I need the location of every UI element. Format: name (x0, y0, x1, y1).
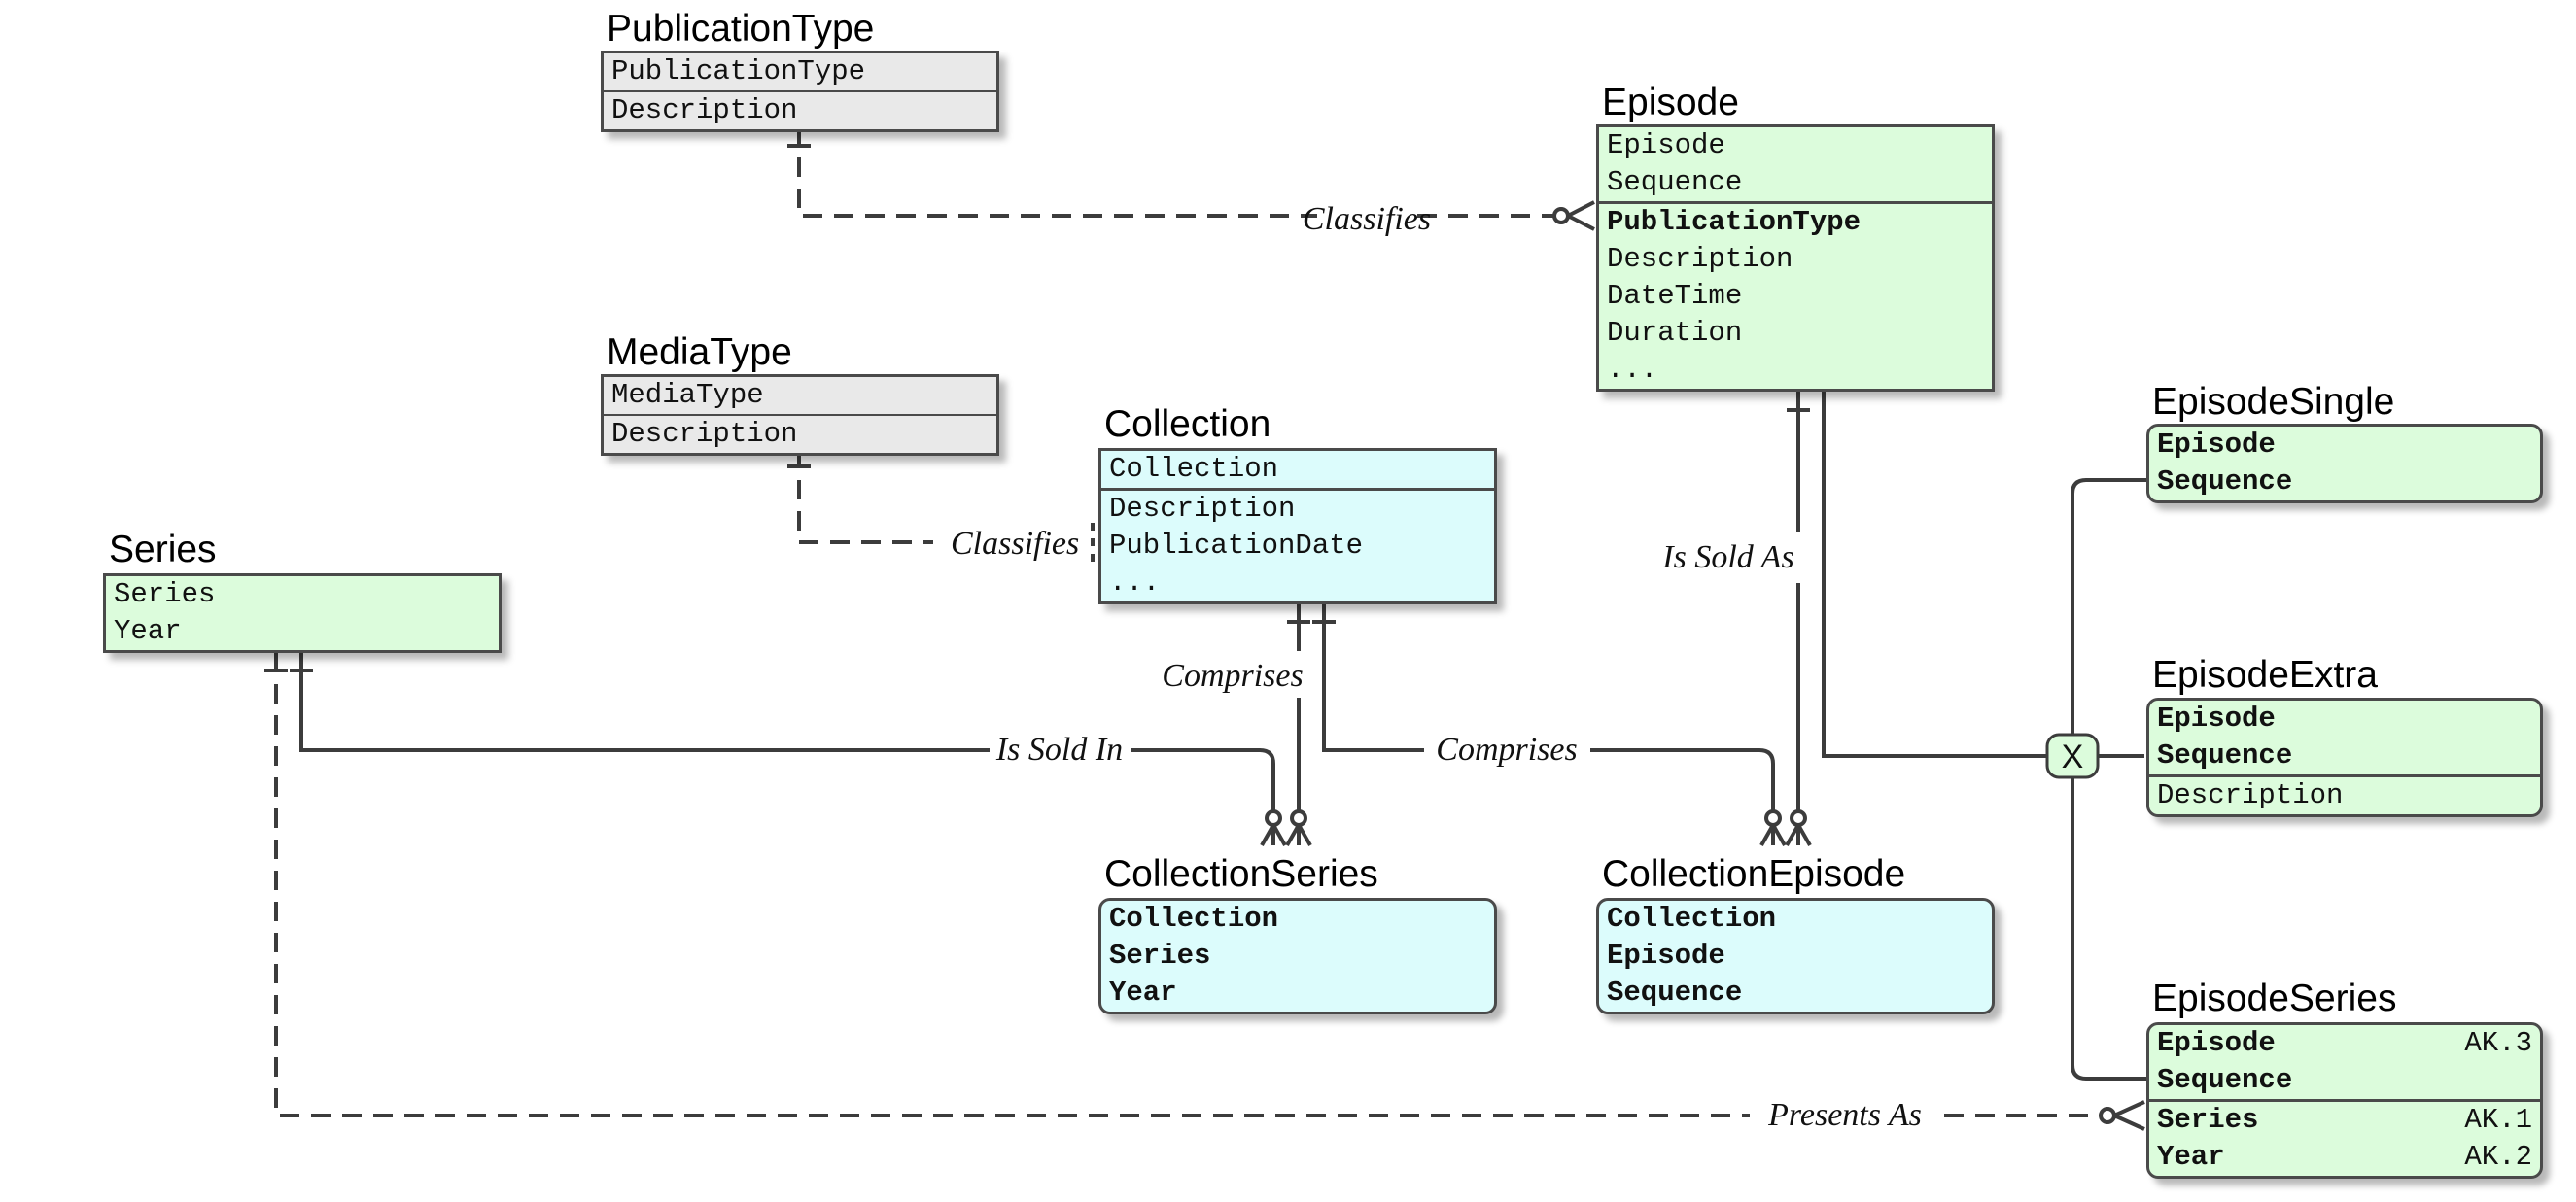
series-title: Series (109, 529, 217, 570)
collection-table[interactable]: Collection Description PublicationDate .… (1098, 448, 1497, 604)
episode-title: Episode (1602, 82, 1739, 123)
key-attribute: Series (1109, 940, 1211, 972)
key-attribute: Year (1109, 977, 1177, 1009)
attribute-name: Year (2157, 1141, 2225, 1173)
attribute: Description (604, 414, 996, 453)
attribute: MediaType (611, 379, 764, 411)
label-classifies-media: Classifies (951, 526, 1079, 562)
key-attribute: Sequence (2149, 1062, 2540, 1099)
key-attribute: Episode (2157, 429, 2276, 461)
collection-episode-table[interactable]: Collection Episode Sequence (1596, 898, 1995, 1014)
label-is-sold-as: Is Sold As (1661, 539, 1793, 575)
key-attribute: Sequence (2157, 739, 2293, 772)
key-attribute: Episode (2157, 703, 2276, 735)
key-attribute: Episode AK.3 (2149, 1025, 2540, 1062)
publication-type-title: PublicationType (607, 8, 875, 50)
attribute: Description (1607, 243, 1793, 275)
key-attribute: Collection (1109, 903, 1279, 935)
attribute-name: Sequence (2157, 1064, 2293, 1096)
series-table[interactable]: Series Year (103, 573, 502, 653)
presents-as-line (274, 653, 1750, 1117)
media-type-table[interactable]: MediaType Description (601, 374, 999, 456)
collection-series-table[interactable]: Collection Series Year (1098, 898, 1497, 1014)
classifies-publication-line (797, 126, 1317, 218)
label-classifies-publication: Classifies (1303, 201, 1431, 237)
comprises-episode-line (1322, 602, 1424, 752)
subtype-exclusive-marker (2045, 733, 2100, 779)
foreign-key-attribute: PublicationType (1607, 206, 1862, 238)
label-comprises-episode: Comprises (1436, 732, 1577, 768)
key-attribute: Episode (1607, 940, 1725, 972)
key-attribute: Sequence (1607, 977, 1743, 1009)
key-attribute: Episode (1607, 129, 1725, 161)
episode-series-title: EpisodeSeries (2152, 978, 2397, 1019)
episode-extra-title: EpisodeExtra (2152, 654, 2378, 696)
key-attribute: Sequence (1607, 166, 1743, 198)
attribute: ... (1109, 567, 1161, 599)
label-is-sold-in: Is Sold In (995, 732, 1123, 768)
attribute: PublicationType (611, 55, 866, 87)
collection-episode-title: CollectionEpisode (1602, 853, 1906, 895)
episode-single-title: EpisodeSingle (2152, 381, 2395, 423)
alternate-key-tag: AK.3 (2464, 1027, 2532, 1059)
foreign-key-attribute: Series AK.1 (2149, 1102, 2540, 1139)
attribute: ... (1607, 354, 1658, 386)
is-sold-in-line (299, 653, 990, 752)
attribute: Description (2157, 779, 2344, 811)
key-attribute: Sequence (2157, 465, 2293, 498)
media-type-title: MediaType (607, 331, 792, 373)
attribute: Year (114, 615, 182, 647)
collection-series-title: CollectionSeries (1104, 853, 1378, 895)
attribute-name: Series (2157, 1104, 2259, 1136)
key-attribute: Collection (1607, 903, 1777, 935)
episode-series-table[interactable]: Episode AK.3 Sequence Series AK.1 Year A… (2146, 1022, 2543, 1179)
episode-single-table[interactable]: Episode Sequence (2146, 424, 2543, 503)
attribute-name: Episode (2157, 1027, 2276, 1059)
attribute: Series (114, 578, 216, 610)
attribute: Description (1109, 493, 1296, 525)
subtype-marker-label: X (2062, 738, 2084, 775)
attribute: Description (604, 90, 996, 129)
label-presents-as: Presents As (1767, 1097, 1922, 1133)
publication-type-table[interactable]: PublicationType Description (601, 51, 999, 132)
foreign-key-attribute: Year AK.2 (2149, 1139, 2540, 1176)
episode-subtype-line (1822, 389, 2049, 758)
label-comprises-series: Comprises (1162, 658, 1303, 694)
collection-title: Collection (1104, 403, 1271, 445)
episode-table[interactable]: Episode Sequence PublicationType Descrip… (1596, 124, 1995, 392)
attribute: PublicationDate (1109, 530, 1364, 562)
attribute: Duration (1607, 317, 1743, 349)
alternate-key-tag: AK.2 (2464, 1141, 2532, 1173)
episode-extra-table[interactable]: Episode Sequence Description (2146, 698, 2543, 817)
classifies-media-line (797, 449, 933, 544)
alternate-key-tag: AK.1 (2464, 1104, 2532, 1136)
key-attribute: Collection (1109, 453, 1279, 485)
attribute: DateTime (1607, 280, 1743, 312)
